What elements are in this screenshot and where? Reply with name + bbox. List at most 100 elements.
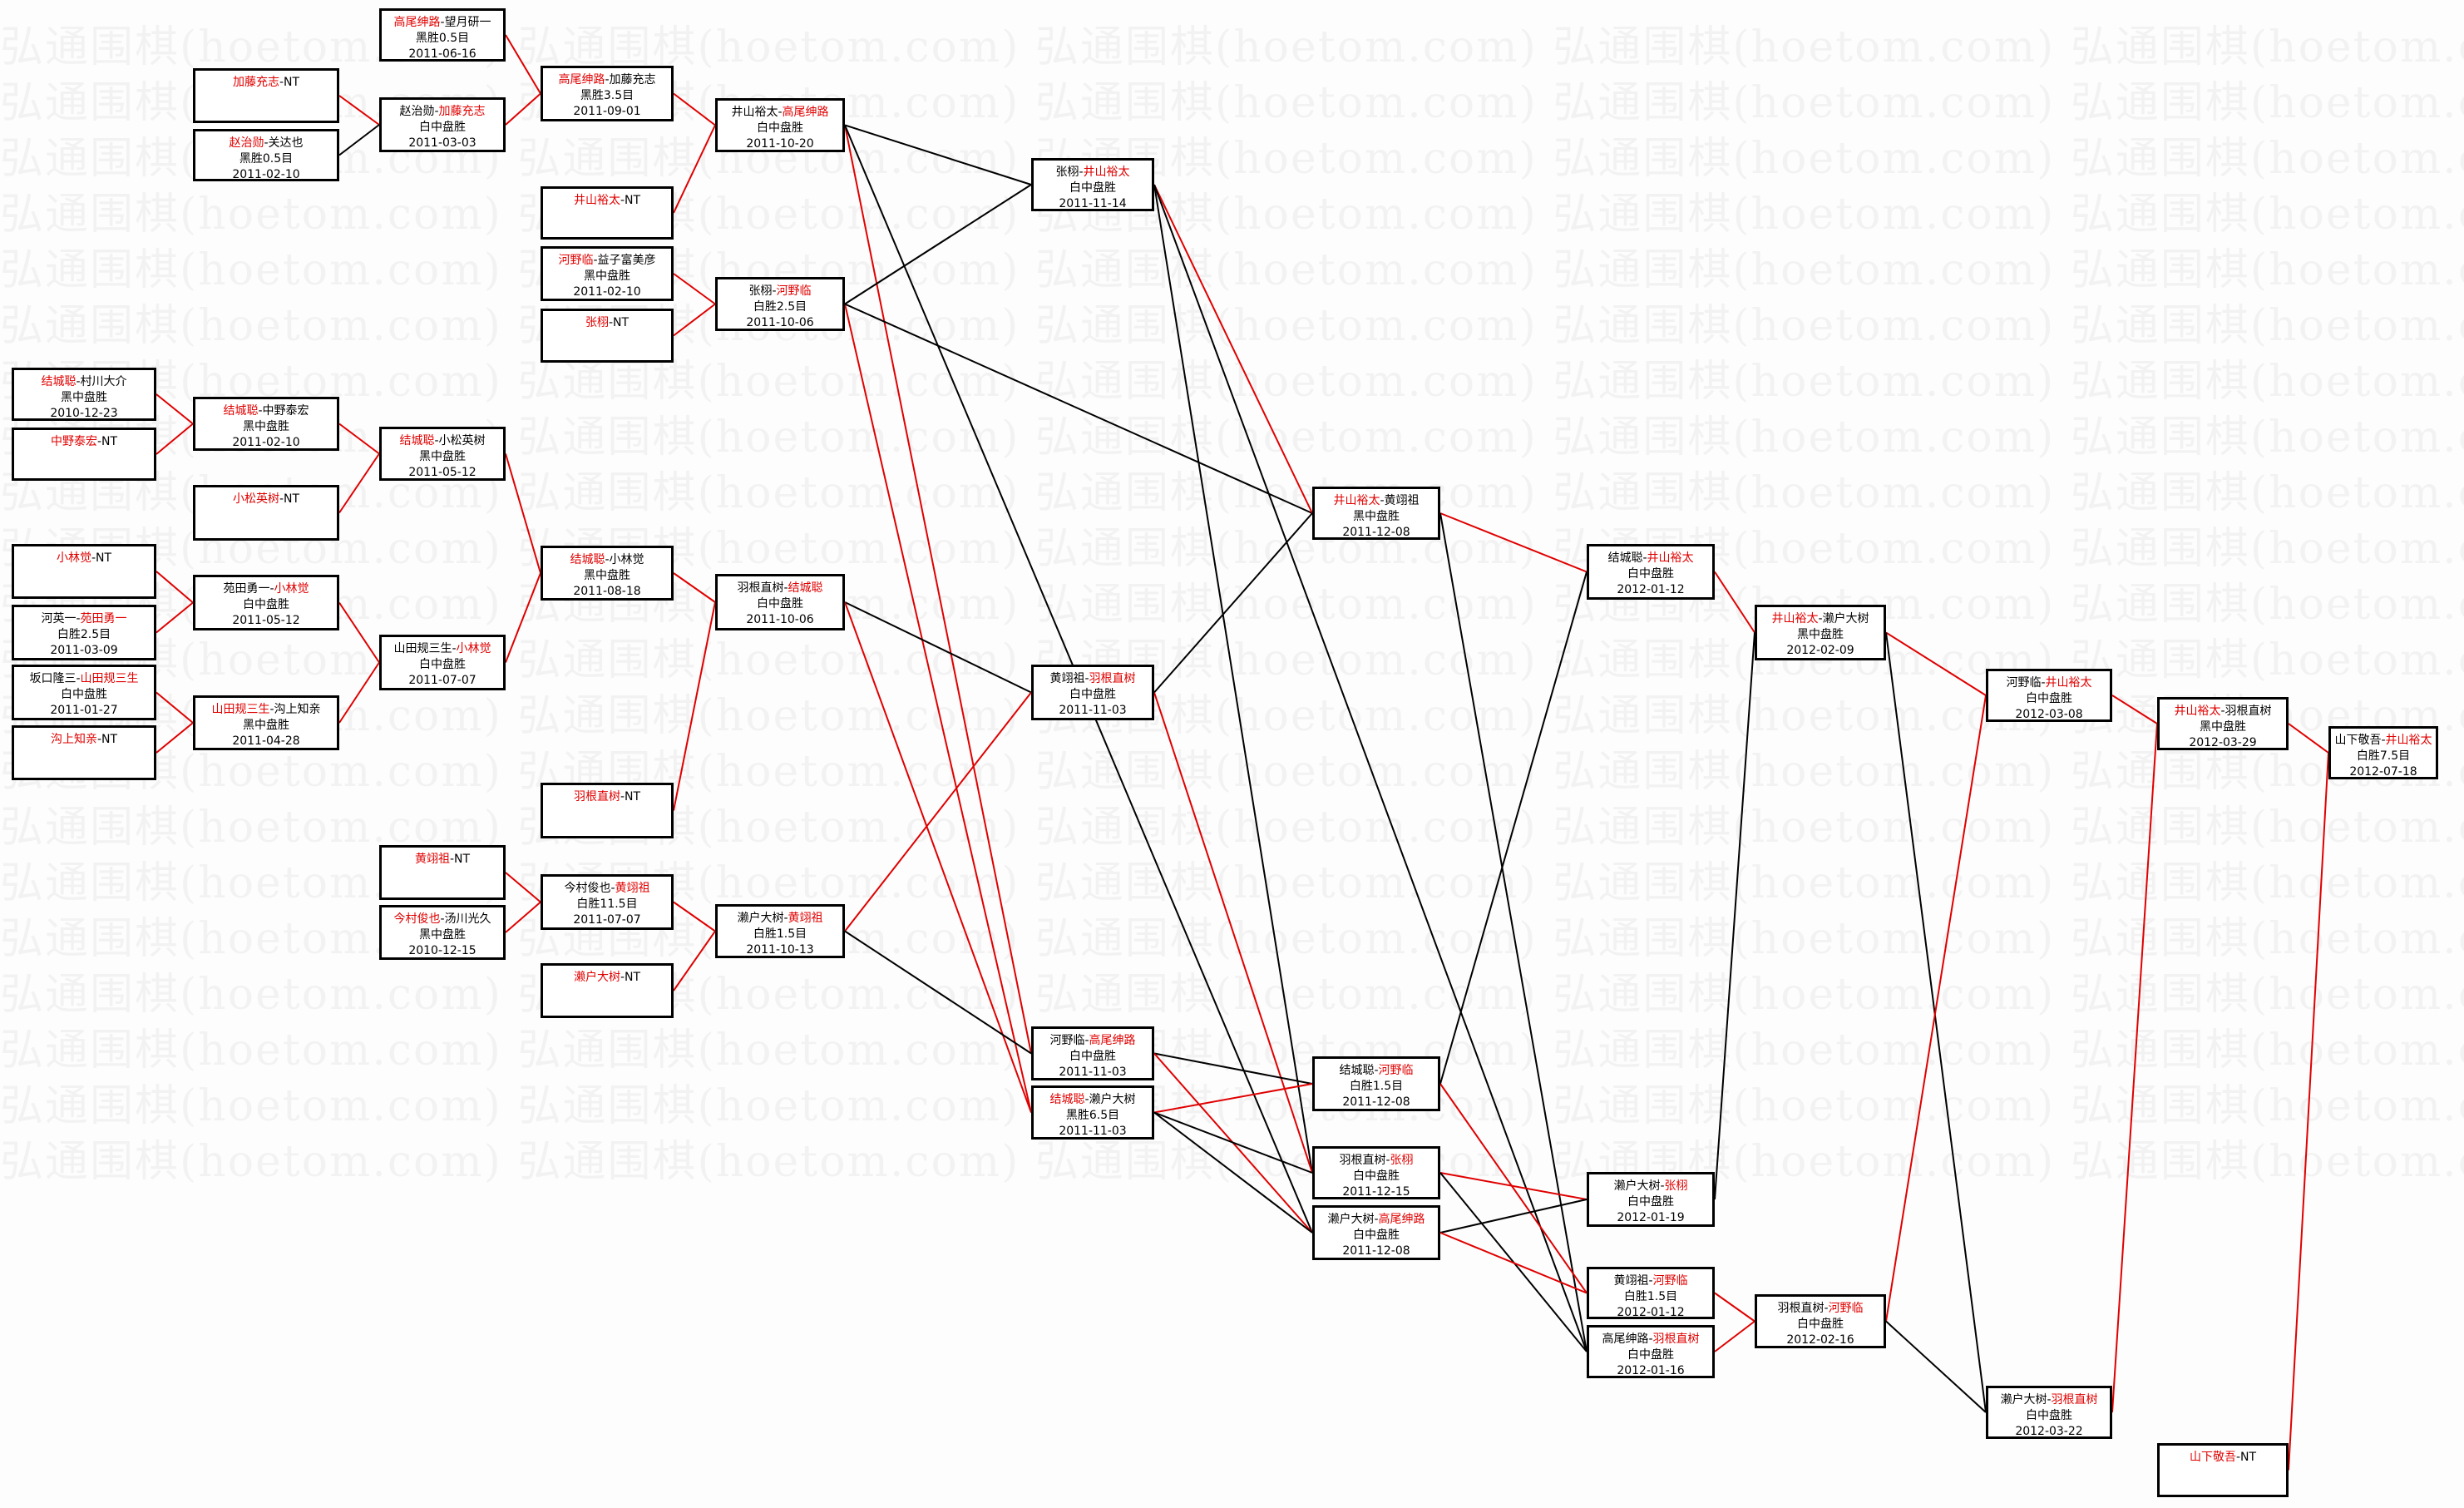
player-one: 加藤充志 [232,76,279,89]
winner-path-line [673,303,716,337]
game-result: 黑胜3.5目 [580,89,635,102]
game-result: 黑中盘胜 [419,450,466,463]
matchup-line: 今村俊也-汤川光久 [382,912,503,927]
player-one: 羽根直树 [737,581,784,595]
game-date: 2012-01-12 [1617,1306,1685,1319]
winner-path-line [844,691,1032,932]
player-one: 黄翊祖 [414,853,450,866]
separator: - [610,882,615,895]
separator: - [778,106,783,119]
player-one: 羽根直树 [1339,1154,1386,1167]
game-date: 2012-07-18 [2349,765,2417,779]
game-date: 2012-02-16 [1786,1333,1854,1347]
separator: - [1824,1302,1829,1315]
separator: - [1374,1064,1379,1077]
winner-path-line [1439,512,1588,573]
separator: - [1385,1154,1390,1167]
player-two: 加藤充志 [438,105,486,118]
matchup-line: 张栩-NT [543,315,671,331]
player-one: 黄翊祖 [1049,672,1085,685]
separator: - [96,435,102,448]
player-one: 高尾绅路 [1602,1332,1649,1346]
separator: - [1648,1332,1653,1346]
game-box: 濑户大树-NT [541,963,674,1018]
player-two: 张栩 [1390,1154,1414,1167]
player-two: 高尾绅路 [1089,1034,1136,1047]
player-one: 坂口隆三 [29,672,77,685]
separator: - [434,434,439,447]
game-result: 黑中盘胜 [243,719,289,732]
game-date: 2011-05-12 [408,466,477,479]
player-one: 赵治勋 [229,136,264,150]
player-one: 井山裕太 [731,106,778,119]
separator: - [1818,612,1823,625]
matchup-line: 羽根直树-河野临 [1757,1301,1884,1317]
game-result: 白中盘胜 [61,688,107,701]
player-two: 益子富美彦 [597,254,656,267]
player-two: NT [101,435,118,448]
loser-path-line [1153,1052,1313,1085]
player-one: 赵治勋 [399,105,435,118]
separator: - [1079,166,1084,179]
winner-path-line [505,34,541,95]
separator: - [96,733,102,746]
game-result: 白中盘胜 [1627,1348,1674,1362]
game-box: 张栩-NT [541,309,674,363]
matchup-line: 沟上知亲-NT [14,732,154,748]
winner-path-line [2111,723,2158,1413]
separator: - [269,582,274,596]
winner-path-line [1714,571,1755,634]
game-result: 黑中盘胜 [584,269,630,283]
player-one: 沟上知亲 [50,733,97,746]
player-two: NT [284,76,300,89]
player-two: NT [454,853,471,866]
game-date: 2011-02-10 [573,285,641,299]
winner-path-line [2288,752,2329,1471]
player-two: NT [284,492,300,506]
game-date: 2012-03-08 [2015,708,2083,721]
loser-path-line [1153,184,1588,1352]
matchup-line: 苑田勇一-小林觉 [195,581,337,597]
matchup-line: 濑户大树-NT [543,970,671,986]
game-date: 2011-02-10 [232,168,300,181]
game-result: 白中盘胜 [1627,1195,1674,1209]
winner-path-line [156,423,194,455]
separator: - [91,551,96,565]
player-two: 黄翊祖 [1384,494,1420,507]
game-box: 山下敬吾-NT [2157,1443,2289,1497]
matchup-line: 黄翊祖-河野临 [1589,1273,1712,1289]
winner-path-line [1885,631,1987,696]
player-two: NT [101,733,118,746]
game-date: 2011-12-08 [1342,526,1410,539]
player-two: 沟上知亲 [274,703,321,716]
player-two: NT [613,316,630,329]
separator: - [1648,1274,1653,1288]
winner-path-line [2111,695,2158,724]
separator: - [605,553,610,566]
player-two: 羽根直树 [2051,1393,2098,1407]
game-date: 2011-03-03 [408,136,477,150]
loser-path-line [338,124,380,156]
winner-path-line [156,571,194,604]
matchup-line: 张栩-河野临 [718,284,842,299]
winner-path-line [844,601,1032,1113]
winner-path-line [673,930,716,991]
player-one: 结城聪 [1607,551,1643,565]
player-one: 濑户大树 [1613,1179,1661,1193]
player-two: 山田规三生 [80,672,139,685]
separator: - [1374,1213,1379,1226]
player-two: 小松英树 [438,434,486,447]
game-date: 2011-07-07 [408,674,477,687]
game-result: 白中盘胜 [1353,1169,1400,1183]
winner-path-line [338,601,380,664]
